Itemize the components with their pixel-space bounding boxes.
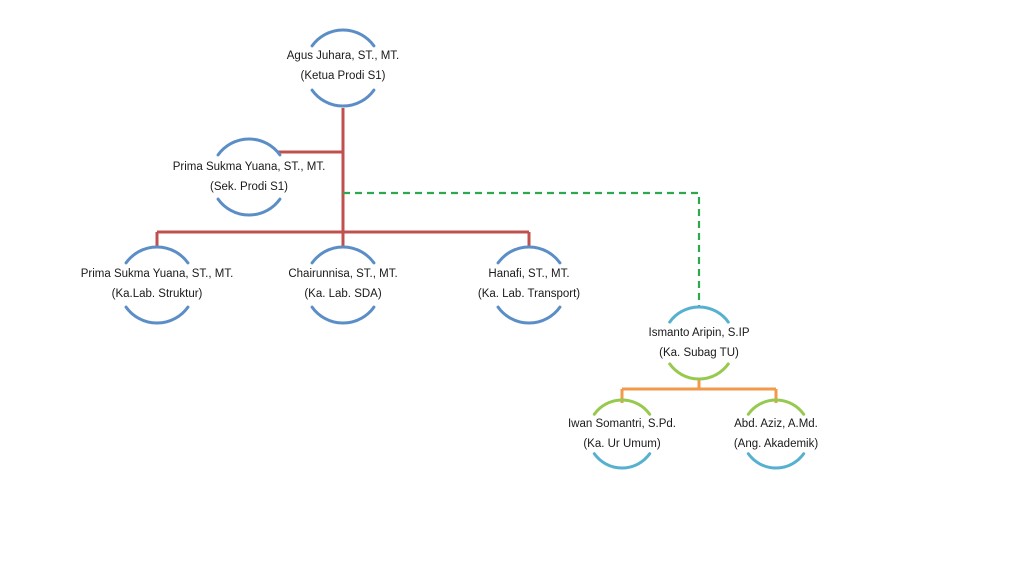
node-admin-head-arc-top xyxy=(668,305,730,324)
node-staff-name: Iwan Somantri, S.Pd. xyxy=(567,418,677,430)
node-lab-role: (Ka. Lab. SDA) xyxy=(304,288,382,300)
node-secretary: Prima Sukma Yuana, ST., MT. (Sek. Prodi … xyxy=(149,157,349,197)
node-staff-umum: Iwan Somantri, S.Pd. (Ka. Ur Umum) xyxy=(522,414,722,454)
node-staff-role: (Ang. Akademik) xyxy=(733,438,819,450)
node-lab-name: Prima Sukma Yuana, ST., MT. xyxy=(80,268,234,280)
node-lab-role: (Ka. Lab. Transport) xyxy=(477,288,581,300)
node-staff-role: (Ka. Ur Umum) xyxy=(583,438,661,450)
node-admin-head-arc-bottom xyxy=(668,362,730,381)
node-lab-struktur-arc-top xyxy=(124,245,190,265)
node-lab-name: Chairunnisa, ST., MT. xyxy=(288,268,398,280)
node-lab-transport-arc-top xyxy=(496,245,562,265)
node-lab-struktur-arc-bottom xyxy=(124,305,190,325)
node-admin-head: Ismanto Aripin, S.IP (Ka. Subag TU) xyxy=(599,323,799,363)
node-staff-akademik-arc-top xyxy=(746,398,806,416)
node-secretary-arc-bottom xyxy=(216,197,282,217)
node-head-role: (Ketua Prodi S1) xyxy=(300,70,386,82)
node-head-arc-bottom xyxy=(310,88,376,108)
node-admin-head-name: Ismanto Aripin, S.IP xyxy=(648,327,750,339)
node-secretary-arc-top xyxy=(216,137,282,157)
node-staff-umum-arc-bottom xyxy=(592,452,652,470)
node-lab-struktur: Prima Sukma Yuana, ST., MT. (Ka.Lab. Str… xyxy=(57,264,257,304)
node-staff-name: Abd. Aziz, A.Md. xyxy=(734,418,818,430)
node-head-arc-top xyxy=(310,28,376,48)
node-staff-umum-arc-top xyxy=(592,398,652,416)
node-admin-head-role: (Ka. Subag TU) xyxy=(659,347,739,359)
node-secretary-role: (Sek. Prodi S1) xyxy=(210,181,288,193)
node-secretary-name: Prima Sukma Yuana, ST., MT. xyxy=(172,161,326,173)
node-lab-transport-arc-bottom xyxy=(496,305,562,325)
node-lab-sda: Chairunnisa, ST., MT. (Ka. Lab. SDA) xyxy=(243,264,443,304)
node-staff-akademik-arc-bottom xyxy=(746,452,806,470)
node-head: Agus Juhara, ST., MT. (Ketua Prodi S1) xyxy=(243,46,443,86)
node-lab-sda-arc-top xyxy=(310,245,376,265)
node-staff-akademik: Abd. Aziz, A.Md. (Ang. Akademik) xyxy=(676,414,876,454)
node-lab-name: Hanafi, ST., MT. xyxy=(488,268,570,280)
node-lab-role: (Ka.Lab. Struktur) xyxy=(111,288,203,300)
node-lab-transport: Hanafi, ST., MT. (Ka. Lab. Transport) xyxy=(429,264,629,304)
node-lab-sda-arc-bottom xyxy=(310,305,376,325)
node-head-name: Agus Juhara, ST., MT. xyxy=(286,50,400,62)
